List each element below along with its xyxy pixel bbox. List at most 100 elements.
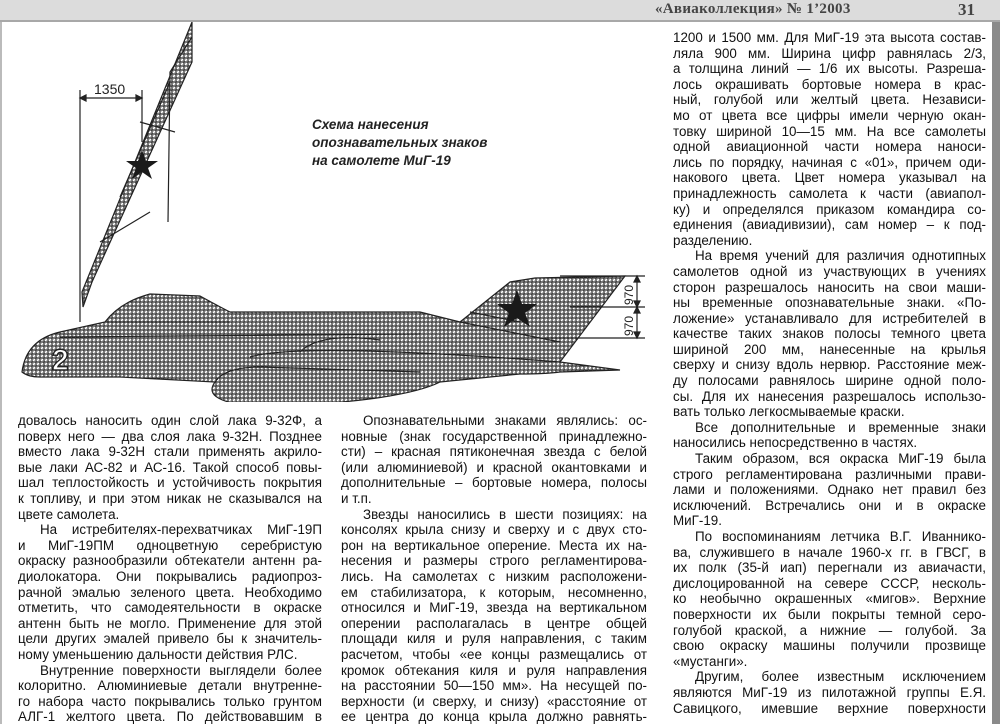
text-line: На истребителях-перехватчиках МиГ-19П: [40, 522, 322, 538]
dim-tail-lower-label: 970: [622, 316, 636, 336]
text-line: вые лаки АС-82 и АС-16. Такой способ пов…: [18, 459, 322, 475]
text-line: являются МиГ-19 из пилотажной группы Е.Я…: [673, 684, 986, 700]
text-line: их полк (35-й иап) перегнали из авиачаст…: [673, 560, 986, 576]
text-line: расчетом, чтобы «ее концы размещались от: [341, 646, 647, 662]
text-line: и т.п.: [341, 490, 372, 506]
text-line: сторон разрешалось наносить на свои маши…: [673, 279, 986, 295]
text-line: лись по порядку, начиная с «01», причем …: [673, 154, 986, 170]
dim-wing-label: 1350: [94, 81, 125, 97]
text-line: разделению.: [673, 232, 753, 248]
text-line: строго регламентирована различными прави…: [673, 466, 986, 482]
text-line: ко необычно окрашенных «мигов». Верхние: [673, 591, 986, 607]
text-line: Другим, более известным исключением: [695, 669, 986, 685]
text-line: вать только легкосмываемые краски.: [673, 404, 905, 420]
text-line: исключений. Встречались они и в окраске: [673, 497, 986, 513]
caption-line: опознавательных знаков: [312, 135, 488, 150]
text-line: отметить, что самодеятельности в окраске: [18, 600, 322, 616]
text-line: одной авиационной части номера наноси-: [673, 139, 986, 155]
text-line: поверхности их были покрыты темной серо-: [673, 606, 986, 622]
text-line: оперении располагалась в центре общей: [341, 615, 647, 631]
text-line: МиГ-19.: [673, 513, 722, 529]
text-line: площади киля и руля направления, с таким: [341, 631, 647, 647]
text-line: голубой краской, а нижние — голубой. За: [673, 622, 986, 638]
wing-star-icon: [126, 150, 158, 179]
text-line: несения и размеры строго регламентирова-: [341, 553, 647, 569]
text-line: Звезды наносились в шести позициях: на: [363, 506, 647, 522]
text-line: Внутренние поверхности выглядели более: [40, 662, 322, 678]
figure-caption: Схема нанесения опознавательных знаков н…: [312, 116, 487, 170]
text-line: дополнительные – бортовые номера, полосы: [341, 475, 647, 491]
text-line: 1200 и 1500 мм. Для МиГ-19 эта высота со…: [673, 30, 986, 45]
text-line: антенн быть не могло. Применение для это…: [18, 615, 322, 631]
text-line: колоритно. Алюминиевые детали внутренне-: [18, 678, 322, 694]
text-line: относился и МиГ-19, звезда на вертикальн…: [341, 600, 647, 616]
text-line: принадлежность самолета к части (авиапол…: [673, 185, 986, 201]
text-line: Таким образом, вся окраска МиГ-19 была: [695, 451, 986, 467]
text-line: На время учений для различия однотипных: [695, 248, 986, 264]
text-line: Опознавательными знаками являлись: ос-: [363, 413, 647, 428]
wing-planform: 1350: [78, 22, 193, 322]
text-line: и МиГ-19ПМ одноцветную серебристую: [18, 537, 322, 553]
page-edge-left: [0, 22, 2, 724]
text-line: довалось наносить один слой лака 9-32Ф, …: [18, 413, 322, 428]
text-line: верхности (и сверху, и снизу) «расстояни…: [341, 693, 647, 709]
text-line: кромок обтекания киля и руля направления: [341, 662, 647, 678]
text-line: лись. На самолетах с низким расположени-: [341, 568, 647, 584]
tail-number: 2: [52, 344, 69, 377]
text-line: цвете самолета.: [18, 506, 120, 522]
text-line: ляла 900 мм. Ширина цифр равнялась 2/3,: [673, 45, 986, 61]
text-column-left: довалось наносить один слой лака 9-32Ф, …: [18, 413, 322, 725]
text-line: ва, служившего в начале 1960-х гг. в ГВС…: [673, 544, 986, 560]
aircraft-side-view: 2 970 970: [21, 274, 645, 402]
text-line: лами и положениями. Однако нет правил бе…: [673, 482, 986, 498]
text-line: ку) и определялся приказом командира со-: [673, 201, 986, 217]
dim-tail-upper-label: 970: [622, 285, 636, 305]
text-line: диолокатора. Они покрывались радиопроз-: [18, 568, 322, 584]
text-line: ный, голубой или желтый цвета. Независи-: [673, 92, 986, 108]
text-line: рон на вертикальное оперение. Места их н…: [341, 537, 647, 553]
text-line: товку шириной 10—15 мм. На все самолеты: [673, 123, 986, 139]
text-line: ем стабилизатора, к которым, несомненно,: [341, 584, 647, 600]
text-line: го набора часто покрывались только грунт…: [18, 693, 322, 709]
text-line: цели других эмалей привело бы к значител…: [18, 631, 322, 647]
mig19-marking-diagram: 1350 2 970 970: [21, 22, 645, 402]
text-line: ному уменьшению дальности действия РЛС.: [18, 646, 298, 662]
text-line: новные (знак государственной принадлежно…: [341, 428, 647, 444]
text-line: на расстоянии 50—150 мм». На несущей по-: [341, 678, 647, 694]
page-edge-right: [992, 22, 1000, 724]
page-header: «Авиаколлекция» № 1’2003 31: [0, 0, 1000, 22]
text-line: ду полосами равнялось ширине одной поло-: [673, 373, 986, 389]
text-line: вместо лака 9-32Н стали применять акрило…: [18, 444, 322, 460]
text-line: сверху и снизу вдоль нервюр. Расстояние …: [673, 357, 986, 373]
text-line: (или алюминиевой) и красной окантовками …: [341, 459, 647, 475]
text-line: поверх него — два слоя лака 9-32Н. Поздн…: [18, 428, 322, 444]
text-line: сти) – красная пятиконечная звезда с бел…: [341, 444, 647, 460]
text-line: а толщина линий — 1/6 их высоты. Разреша…: [673, 61, 986, 77]
text-line: дислоцированной на севере СССР, несколь-: [673, 575, 986, 591]
text-line: Савицкого, имевшие верхние поверхности: [673, 700, 986, 716]
text-line: По воспоминаниям летчика В.Г. Иваннико-: [695, 529, 986, 544]
text-line: консолях крыла снизу и сверху и с двух с…: [341, 522, 647, 538]
text-line: накового цвета. Цвет номера указывал на: [673, 170, 986, 186]
text-column-right: 1200 и 1500 мм. Для МиГ-19 эта высота со…: [673, 30, 986, 716]
text-line: ложение» устанавливало для истребителей …: [673, 310, 986, 326]
caption-line: на самолете МиГ-19: [312, 153, 451, 168]
text-line: наносились непосредственно в частях.: [673, 435, 918, 451]
text-line: ны временные опознавательные знаки. «По-: [673, 295, 986, 311]
text-column-middle: Опознавательными знаками являлись: ос-но…: [341, 413, 647, 725]
tail-star-icon: [497, 290, 537, 327]
text-line: шириной 200 мм, нанесенные на крылья: [673, 341, 986, 357]
magazine-issue: «Авиаколлекция» № 1’2003: [655, 1, 851, 17]
text-line: рачной эмалью зеленого цвета. Необходимо: [18, 584, 322, 600]
text-line: свою окраску машины получили прозвище: [673, 638, 986, 654]
text-line: шал теплостойкость и устойчивость покрыт…: [18, 475, 322, 491]
text-line: Все дополнительные и временные знаки: [695, 419, 986, 435]
text-line: сы. Для их нанесения разрешалось использ…: [673, 388, 986, 404]
text-line: самолетов одной из участвующих в учениях: [673, 263, 986, 279]
text-line: единения (авиадивизии), сам номер – к по…: [673, 217, 986, 233]
text-line: к топливу, и при этом никак не сказывалс…: [18, 490, 322, 506]
text-line: лось окрашивать бортовые номера в крас-: [673, 76, 986, 92]
text-line: окраску разнообразили обтекатели антенн …: [18, 553, 322, 569]
text-line: АЛГ-1 желтого цвета. По действовавшим в: [18, 709, 322, 725]
text-line: ее центра до конца крыла должно равнять-: [341, 709, 647, 725]
